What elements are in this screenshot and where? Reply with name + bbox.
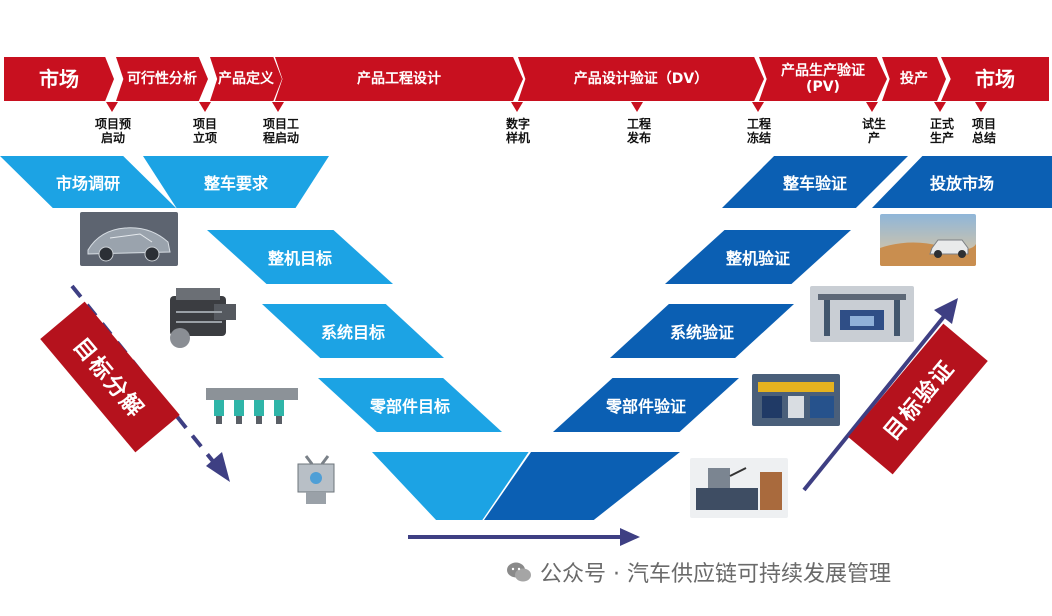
camshaft-image bbox=[200, 376, 304, 428]
stage-system-targets: 系统目标 bbox=[262, 304, 444, 358]
milestone-marker bbox=[934, 102, 946, 112]
milestone-marker bbox=[631, 102, 643, 112]
stage-system-validation: 系统验证 bbox=[610, 304, 794, 358]
validation-arrow bbox=[802, 298, 958, 492]
phase-production-launch: 投产 bbox=[882, 57, 946, 101]
milestone-project-summary: 项目 总结 bbox=[971, 117, 996, 145]
engine-image bbox=[156, 282, 244, 354]
phase-feasibility: 可行性分析 bbox=[116, 57, 208, 101]
stage-powertrain-validation: 整机验证 bbox=[665, 230, 851, 284]
watermark: 公众号 · 汽车供应链可持续发展管理 bbox=[506, 556, 891, 588]
milestone-engineering-start: 项目工 程启动 bbox=[262, 117, 299, 145]
milestone-mass-production: 正式 生产 bbox=[929, 117, 954, 145]
test-equipment-image bbox=[752, 374, 840, 426]
stage-component-targets: 零部件目标 bbox=[318, 378, 502, 432]
milestone-marker bbox=[199, 102, 211, 112]
milestone-project-prelaunch: 项目预 启动 bbox=[94, 117, 131, 145]
milestone-marker bbox=[866, 102, 878, 112]
bottom-arrow bbox=[408, 528, 640, 546]
milestone-marker bbox=[272, 102, 284, 112]
phase-market-start: 市场 bbox=[4, 57, 114, 101]
phase-market-end: 市场 bbox=[941, 57, 1049, 101]
milestone-marker bbox=[752, 102, 764, 112]
suv-desert-image bbox=[880, 214, 976, 266]
milestone-trial-production: 试生 产 bbox=[861, 117, 886, 145]
phase-engineering-design: 产品工程设计 bbox=[275, 57, 523, 101]
milestone-digital-prototype: 数字 样机 bbox=[505, 117, 530, 145]
stage-component-validation: 零部件验证 bbox=[553, 378, 739, 432]
decomposition-arrow bbox=[70, 284, 230, 482]
milestone-marker bbox=[975, 102, 987, 112]
stage-vehicle-requirements: 整车要求 bbox=[143, 156, 329, 208]
milestone-engineering-freeze: 工程 冻结 bbox=[746, 117, 771, 145]
piston-image bbox=[276, 446, 358, 508]
milestone-engineering-release: 工程 发布 bbox=[626, 117, 651, 145]
milestone-marker bbox=[511, 102, 523, 112]
phase-product-definition: 产品定义 bbox=[210, 57, 282, 101]
milestone-marker bbox=[106, 102, 118, 112]
phase-production-validation: 产品生产验证 (PV) bbox=[759, 57, 887, 101]
lab-bench-image bbox=[690, 458, 788, 518]
test-rig-image bbox=[810, 286, 914, 342]
watermark-text: 公众号 · 汽车供应链可持续发展管理 bbox=[540, 562, 891, 587]
wechat-icon bbox=[507, 562, 531, 582]
car-chassis-image bbox=[80, 212, 178, 266]
milestone-project-approval: 项目 立项 bbox=[192, 117, 217, 145]
phase-design-validation: 产品设计验证（DV） bbox=[518, 57, 764, 101]
